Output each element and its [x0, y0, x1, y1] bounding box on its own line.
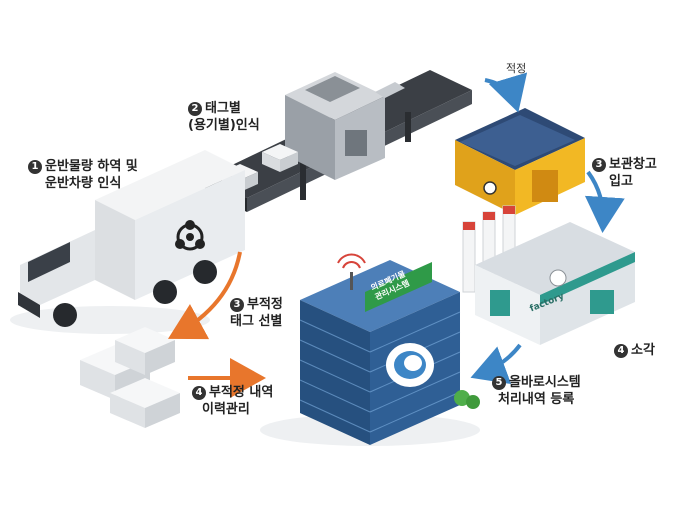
step-1-line1: 운반물량 하역 및: [45, 159, 138, 174]
step-5-number: 5: [492, 376, 506, 390]
step-5-line1: 올바로시스템: [509, 375, 581, 390]
step-4-history-line1: 부적정 내역: [209, 385, 274, 400]
arrow-improper: [167, 251, 242, 340]
step-4-history-number: 4: [192, 386, 206, 400]
step-1-line2: 운반차량 인식: [45, 176, 122, 191]
arrow-proper: [484, 72, 528, 113]
step-2-line1: 태그별: [205, 101, 241, 116]
step-3-improper-number: 3: [230, 298, 244, 312]
step-4-history-line2: 이력관리: [202, 402, 250, 417]
flow-arrows: [167, 72, 625, 398]
step-3-improper-line1: 부적정: [247, 297, 283, 312]
improper-boxes: [80, 327, 180, 428]
step-2-line2: (용기별)인식: [188, 118, 260, 133]
step-4-incineration-line1: 소각: [631, 343, 655, 358]
truck: [18, 150, 245, 327]
incinerator-factory: factory: [462, 205, 635, 345]
step-1-number: 1: [28, 160, 42, 174]
arrow-to-incinerator: [584, 170, 625, 233]
step-3-storage-line2: 입고: [609, 174, 633, 189]
biohazard-icon: [175, 220, 205, 251]
step-3-storage-line1: 보관창고: [609, 157, 657, 172]
control-building: [299, 253, 480, 445]
arrow-to-allbaro: [470, 343, 522, 385]
step-2-number: 2: [188, 102, 202, 116]
storage-warehouse: [455, 108, 585, 215]
step-5-line2: 처리내역 등록: [498, 392, 575, 407]
proper-label: 적정: [506, 62, 527, 75]
step-3-storage-number: 3: [592, 158, 606, 172]
biohazard-sign-icon: [483, 181, 497, 195]
step-4-incineration-number: 4: [614, 344, 628, 358]
step-3-improper-line2: 태그 선별: [230, 314, 283, 329]
